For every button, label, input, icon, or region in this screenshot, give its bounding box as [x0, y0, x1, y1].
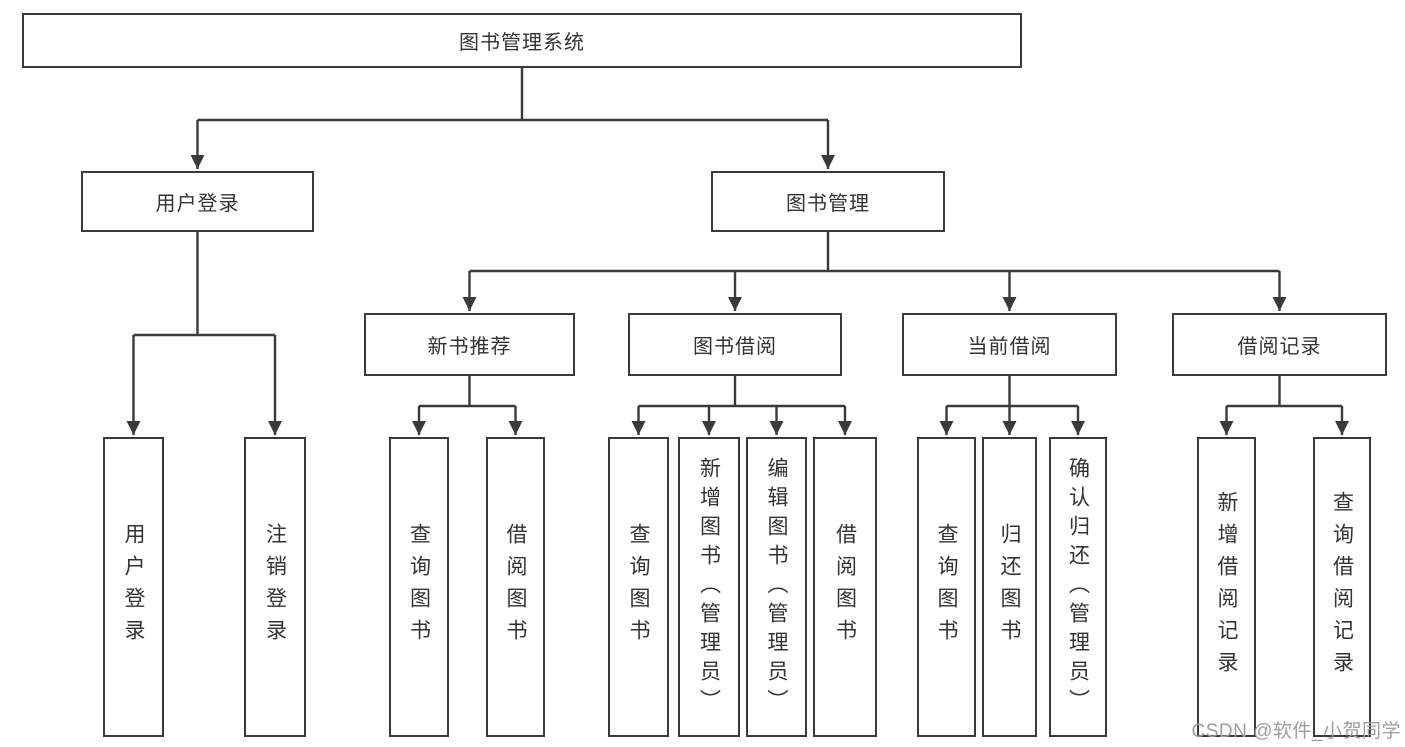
- node-new-book-recommendation: 新书推荐: [364, 313, 575, 376]
- leaf-logout-login: 注销登录: [244, 437, 306, 737]
- leaf-records-search-record-label: 查询借阅记录: [1330, 491, 1354, 683]
- leaf-borrow-search-book-label: 查询图书: [627, 523, 650, 651]
- leaf-recommend-borrow-book-label: 借阅图书: [504, 523, 527, 651]
- leaf-records-search-record: 查询借阅记录: [1313, 437, 1371, 737]
- leaf-recommend-search-book-label: 查询图书: [407, 523, 431, 651]
- leaf-user-login: 用户登录: [103, 437, 164, 737]
- csdn-watermark: CSDN @软件_小贺同学: [1191, 721, 1401, 742]
- leaf-current-search-book-label: 查询图书: [935, 523, 958, 651]
- node-book-management: 图书管理: [711, 171, 945, 232]
- leaf-borrow-borrow-book: 借阅图书: [813, 437, 877, 737]
- leaf-current-return-book: 归还图书: [982, 437, 1037, 737]
- leaf-records-add-record: 新增借阅记录: [1197, 437, 1256, 737]
- node-book-borrowing: 图书借阅: [628, 313, 842, 376]
- leaf-borrow-add-book-admin: 新增图书（管理员）: [678, 437, 740, 737]
- leaf-borrow-borrow-book-label: 借阅图书: [833, 523, 857, 651]
- leaf-user-login-label: 用户登录: [122, 523, 145, 651]
- leaf-logout-login-label: 注销登录: [263, 523, 287, 651]
- leaf-recommend-search-book: 查询图书: [389, 437, 449, 737]
- leaf-current-return-book-label: 归还图书: [998, 523, 1021, 651]
- leaf-borrow-edit-book-admin: 编辑图书（管理员）: [746, 437, 807, 737]
- leaf-borrow-add-book-admin-label: 新增图书（管理员）: [697, 456, 721, 718]
- leaf-recommend-borrow-book: 借阅图书: [486, 437, 545, 737]
- leaf-current-confirm-return-admin: 确认归还（管理员）: [1049, 437, 1107, 737]
- node-borrowing-records: 借阅记录: [1172, 313, 1387, 376]
- node-user-login: 用户登录: [81, 171, 314, 232]
- leaf-borrow-search-book: 查询图书: [608, 437, 669, 737]
- leaf-records-add-record-label: 新增借阅记录: [1215, 491, 1238, 683]
- leaf-current-search-book: 查询图书: [917, 437, 976, 737]
- leaf-current-confirm-return-admin-label: 确认归还（管理员）: [1066, 456, 1090, 718]
- node-current-borrowing: 当前借阅: [902, 313, 1117, 376]
- node-library-system: 图书管理系统: [22, 13, 1022, 68]
- leaf-borrow-edit-book-admin-label: 编辑图书（管理员）: [765, 456, 788, 718]
